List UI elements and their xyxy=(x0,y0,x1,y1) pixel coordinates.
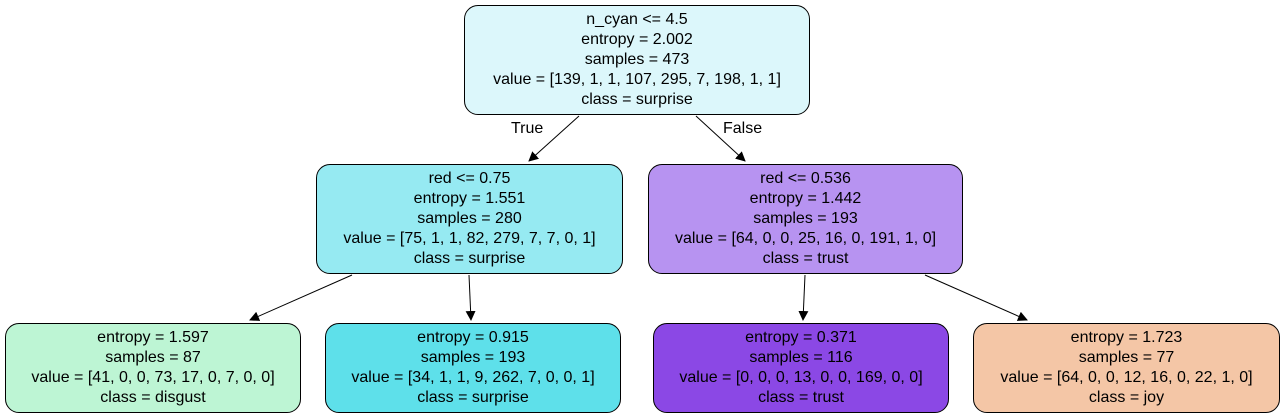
node-entropy: entropy = 1.442 xyxy=(749,190,862,207)
node-split-rule: red <= 0.75 xyxy=(428,170,511,187)
node-samples: samples = 280 xyxy=(417,210,522,227)
edge-root-to-left xyxy=(528,115,580,162)
node-class: class = surprise xyxy=(581,91,693,108)
node-samples: samples = 116 xyxy=(749,349,853,366)
edge-right-to-leaf-4 xyxy=(924,274,1028,321)
node-class: class = surprise xyxy=(417,389,529,406)
tree-node-root: n_cyan <= 4.5 entropy = 2.002 samples = … xyxy=(464,5,810,115)
node-value: value = [75, 1, 1, 82, 279, 7, 7, 0, 1] xyxy=(343,230,596,247)
node-class: class = surprise xyxy=(413,250,526,267)
node-entropy: entropy = 1.597 xyxy=(97,329,209,346)
node-entropy: entropy = 1.723 xyxy=(1070,329,1183,346)
edge-left-to-leaf-2 xyxy=(465,274,476,321)
tree-leaf-3: entropy = 0.371 samples = 116 value = [0… xyxy=(653,323,949,413)
edge-label-false: False xyxy=(723,120,763,137)
node-split-rule: n_cyan <= 4.5 xyxy=(586,11,688,28)
edge-label-true: True xyxy=(511,120,544,137)
node-class: class = joy xyxy=(1088,389,1165,406)
node-samples: samples = 77 xyxy=(1078,349,1175,366)
node-entropy: entropy = 2.002 xyxy=(581,31,693,48)
node-class: class = disgust xyxy=(100,389,206,406)
node-entropy: entropy = 0.915 xyxy=(417,329,529,346)
node-entropy: entropy = 0.371 xyxy=(745,329,857,346)
node-value: value = [0, 0, 0, 13, 0, 0, 169, 0, 0] xyxy=(679,369,923,386)
node-value: value = [64, 0, 0, 25, 16, 0, 191, 1, 0] xyxy=(674,230,937,247)
node-samples: samples = 193 xyxy=(753,210,858,227)
node-split-rule: red <= 0.536 xyxy=(760,170,851,187)
tree-node-right: red <= 0.536 entropy = 1.442 samples = 1… xyxy=(648,164,963,274)
node-value: value = [41, 0, 0, 73, 17, 0, 7, 0, 0] xyxy=(31,369,275,386)
node-value: value = [64, 0, 0, 12, 16, 0, 22, 1, 0] xyxy=(1000,369,1253,386)
node-value: value = [34, 1, 1, 9, 262, 7, 0, 0, 1] xyxy=(351,369,595,386)
tree-leaf-2: entropy = 0.915 samples = 193 value = [3… xyxy=(325,323,621,413)
tree-leaf-4: entropy = 1.723 samples = 77 value = [64… xyxy=(973,323,1280,413)
edge-right-to-leaf-3 xyxy=(798,274,809,321)
node-class: class = trust xyxy=(762,250,849,267)
edge-left-to-leaf-1 xyxy=(249,274,353,321)
node-class: class = trust xyxy=(758,389,844,406)
tree-node-left: red <= 0.75 entropy = 1.551 samples = 28… xyxy=(316,164,623,274)
node-value: value = [139, 1, 1, 107, 295, 7, 198, 1,… xyxy=(493,71,781,88)
node-samples: samples = 473 xyxy=(584,51,690,68)
node-samples: samples = 193 xyxy=(420,349,526,366)
edge-root-to-right xyxy=(695,115,746,162)
tree-leaf-1: entropy = 1.597 samples = 87 value = [41… xyxy=(5,323,301,413)
node-entropy: entropy = 1.551 xyxy=(413,190,526,207)
node-samples: samples = 87 xyxy=(105,349,201,366)
